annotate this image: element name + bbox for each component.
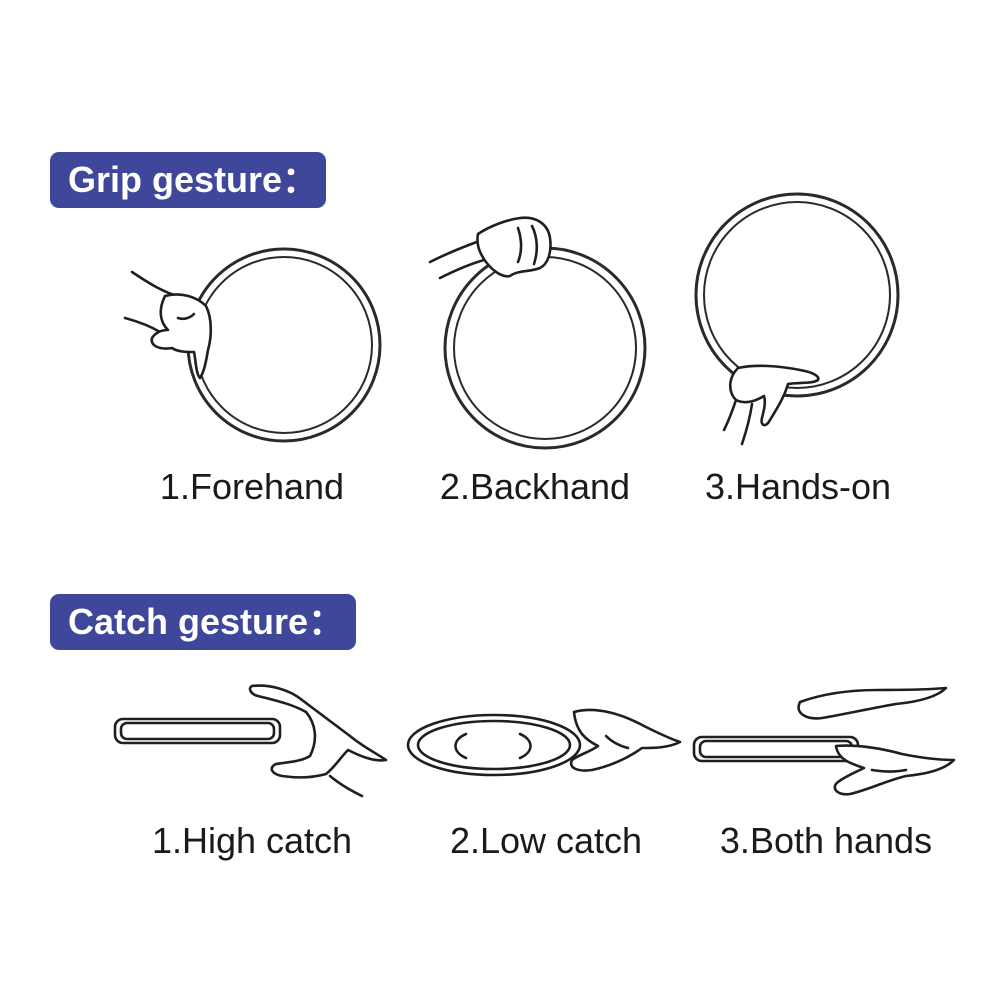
forehand-hand [150, 293, 213, 380]
backhand-arm-line-lower [438, 258, 486, 280]
high-catch-illustration [113, 684, 388, 798]
forehand-disc-inner-ring [195, 256, 373, 434]
hands-on-wrist-line-2 [740, 402, 754, 446]
forehand-arm-line-upper [130, 270, 180, 298]
both-hands-palm-line [870, 768, 908, 773]
high-catch-hand [248, 684, 388, 779]
low-catch-disc-rim [416, 719, 572, 771]
hands-on-disc-ring [694, 192, 900, 398]
forehand-knuckle-line [176, 312, 196, 321]
grip-gesture-heading: Grip gesture： [50, 152, 326, 208]
high-catch-disc-rim [119, 721, 276, 741]
backhand-finger-line-1 [516, 226, 523, 264]
backhand-label: 2.Backhand [439, 466, 631, 507]
backhand-disc-inner-ring [453, 256, 637, 440]
hands-on-wrist-line-1 [722, 398, 738, 432]
forehand-label: 1.Forehand [159, 466, 345, 507]
both-hands-label: 3.Both hands [719, 820, 933, 861]
backhand-arm-line-upper [428, 238, 484, 264]
low-catch-disc-arc-right [518, 732, 532, 760]
forehand-disc-ring [186, 247, 382, 443]
forehand-grip-illustration [123, 247, 382, 443]
low-catch-label: 2.Low catch [449, 820, 643, 861]
backhand-disc-ring [443, 246, 647, 450]
grip-gesture-title: Grip gesture： [68, 159, 319, 200]
hands-on-label: 3.Hands-on [704, 466, 892, 507]
backhand-finger-line-2 [530, 224, 539, 266]
hands-on-grip-illustration [694, 192, 900, 446]
both-hands-disc-rim [698, 739, 854, 759]
hands-on-disc-inner-ring [703, 201, 891, 389]
low-catch-hand [569, 708, 682, 772]
both-hands-upper-hand [797, 686, 948, 720]
low-catch-palm-line [604, 734, 630, 750]
low-catch-disc-arc-left [454, 732, 468, 760]
both-hands-catch-illustration [692, 686, 956, 796]
forehand-arm-line-lower [123, 316, 162, 334]
high-catch-arm-line [328, 774, 364, 798]
catch-gesture-title: Catch gesture： [68, 601, 345, 642]
low-catch-illustration [406, 708, 682, 777]
hands-on-hand [728, 364, 820, 427]
both-hands-lower-hand [833, 744, 956, 796]
high-catch-label: 1.High catch [151, 820, 353, 861]
backhand-grip-illustration [428, 216, 647, 450]
backhand-fist [476, 216, 552, 278]
catch-gesture-heading: Catch gesture： [50, 594, 356, 650]
